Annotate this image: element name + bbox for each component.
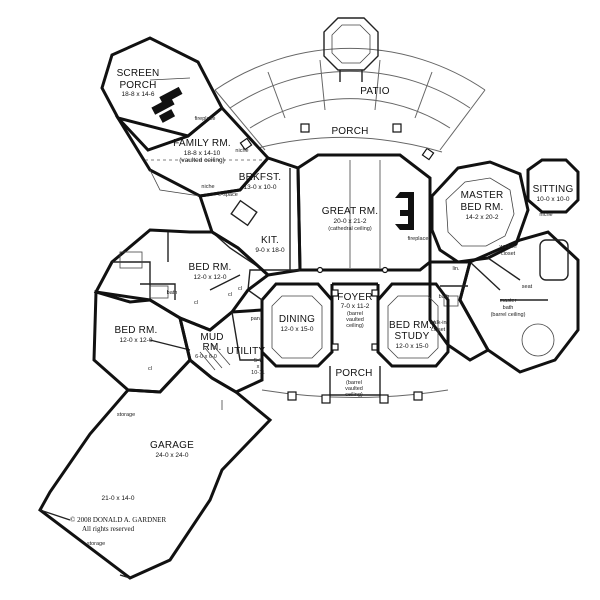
walk-in-study-label-2: closet bbox=[431, 327, 446, 333]
mud-room-label-2: RM. bbox=[203, 342, 222, 353]
copyright-line-2: All rights reserved bbox=[82, 525, 135, 533]
closet-label-4: cl bbox=[148, 366, 152, 372]
foyer-note-2: vaulted bbox=[346, 317, 364, 323]
walk-in-master-label-2: closet bbox=[501, 251, 516, 257]
garage-dims-2: 21-0 x 14-0 bbox=[102, 495, 135, 502]
kitchen-dims: 9-0 x 18-0 bbox=[255, 247, 285, 254]
master-bedroom-dims: 14-2 x 20-2 bbox=[466, 214, 499, 221]
family-room-dims: 18-8 x 14-10 bbox=[184, 150, 221, 157]
copyright: © 2008 DONALD A. GARDNER All rights rese… bbox=[70, 516, 166, 533]
master-bath-label-1: master bbox=[500, 298, 517, 304]
study-dims: 12-0 x 15-0 bbox=[396, 343, 429, 350]
utility-dims-2: x bbox=[257, 364, 260, 370]
utility-dims-1: 5-7 bbox=[254, 358, 262, 364]
screen-porch-label-1: SCREEN bbox=[117, 68, 160, 79]
garage-walls bbox=[38, 357, 273, 580]
great-room-label: GREAT RM. bbox=[322, 206, 378, 217]
family-room-label: FAMILY RM. bbox=[173, 138, 231, 149]
master-bedroom-walls bbox=[430, 160, 530, 264]
front-porch bbox=[261, 366, 449, 404]
storage-label-2: storage bbox=[87, 541, 105, 547]
great-room-dims: 20-0 x 21-2 bbox=[334, 218, 367, 225]
closet-label-3: cl bbox=[194, 300, 198, 306]
dining-label: DINING bbox=[279, 314, 315, 325]
patio-label: PATIO bbox=[360, 86, 390, 97]
bedroom-wing-walls bbox=[93, 228, 271, 332]
sitting-room-walls bbox=[526, 158, 580, 214]
utility-label: UTILITY bbox=[227, 346, 266, 357]
master-bath-walls bbox=[458, 230, 580, 374]
copyright-line-1: © 2008 DONALD A. GARDNER bbox=[70, 516, 166, 524]
sitting-dims: 10-0 x 10-0 bbox=[537, 196, 570, 203]
foyer-note-1: (barrel bbox=[347, 311, 363, 317]
mud-room-dims: 6-0 x 6-0 bbox=[195, 354, 217, 360]
front-porch-note-3: ceiling) bbox=[345, 392, 363, 398]
patio-area bbox=[214, 17, 486, 151]
master-bedroom-label-1: MASTER bbox=[461, 190, 504, 201]
front-porch-note-2: vaulted bbox=[345, 386, 363, 392]
foyer-dims: 7-0 x 11-2 bbox=[341, 303, 370, 310]
garage-dims: 24-0 x 24-0 bbox=[156, 452, 189, 459]
walk-in-study-label-1: walk-in bbox=[428, 320, 446, 326]
bedroom-2-dims: 12-0 x 12-0 bbox=[120, 337, 153, 344]
breakfast-dims: 13-0 x 10-0 bbox=[244, 184, 277, 191]
walk-in-master-label-1: walk-in bbox=[498, 244, 516, 250]
rear-porch-columns bbox=[239, 123, 443, 161]
front-porch-label: PORCH bbox=[335, 368, 372, 379]
fireplace-family-label: fireplace bbox=[195, 116, 216, 122]
rear-porch-label: PORCH bbox=[331, 126, 368, 137]
study-label-2: STUDY bbox=[395, 331, 430, 342]
garage-label: GARAGE bbox=[150, 440, 194, 451]
breakfast-label: BRKFST. bbox=[239, 172, 282, 183]
great-room-note: (cathedral ceiling) bbox=[328, 226, 372, 232]
seat-label: seat bbox=[522, 284, 533, 290]
screen-porch-walls bbox=[100, 36, 224, 152]
niche-kitchen-label: niche bbox=[201, 184, 214, 190]
utility-dims-3: 10-11 bbox=[251, 370, 265, 376]
room-labels: SCREEN PORCH 18-8 x 14-6 FAMILY RM. 18-8… bbox=[102, 68, 574, 502]
bath-bedrooms-label: bath bbox=[167, 290, 178, 296]
dining-dims: 12-0 x 15-0 bbox=[281, 326, 314, 333]
linen-label: lin. bbox=[452, 266, 460, 272]
study-walls bbox=[376, 282, 450, 368]
sitting-label: SITTING bbox=[533, 184, 574, 195]
pantry-label: pan. bbox=[251, 316, 262, 322]
master-bath-label-3: (barrel ceiling) bbox=[491, 312, 526, 318]
storage-label-1: storage bbox=[117, 412, 135, 418]
niche-sitting-label: niche bbox=[539, 212, 552, 218]
foyer-note-3: ceiling) bbox=[346, 323, 364, 329]
foyer-label: FOYER bbox=[337, 292, 372, 303]
closet-label-2: cl bbox=[238, 286, 242, 292]
bedroom-2-label: BED RM. bbox=[114, 325, 157, 336]
master-bedroom-label-2: BED RM. bbox=[460, 202, 503, 213]
small-annotations: fireplace fireplace niche niche niche e-… bbox=[87, 116, 553, 547]
family-room-note: (vaulted ceiling) bbox=[179, 157, 225, 164]
master-bath-label-2: bath bbox=[503, 305, 514, 311]
bath-master-side-label: bath bbox=[439, 294, 450, 300]
study-label-1: BED RM./ bbox=[389, 320, 435, 331]
great-room-walls bbox=[296, 153, 432, 274]
fireplace-great-label: fireplace bbox=[408, 236, 429, 242]
mud-room-label-1: MUD bbox=[200, 332, 223, 343]
kitchen-label: KIT. bbox=[261, 235, 279, 246]
front-porch-note-1: (barrel bbox=[346, 380, 362, 386]
niche-family-label: niche bbox=[235, 148, 248, 154]
study-bath-walls bbox=[428, 260, 491, 362]
bedroom-1-dims: 12-0 x 12-0 bbox=[194, 274, 227, 281]
screen-porch-label-2: PORCH bbox=[119, 80, 156, 91]
screen-porch-dims: 18-8 x 14-6 bbox=[122, 91, 155, 98]
e-space-label: e-space bbox=[218, 192, 238, 198]
bedroom-1-label: BED RM. bbox=[188, 262, 231, 273]
closet-label-1: cl bbox=[228, 292, 232, 298]
